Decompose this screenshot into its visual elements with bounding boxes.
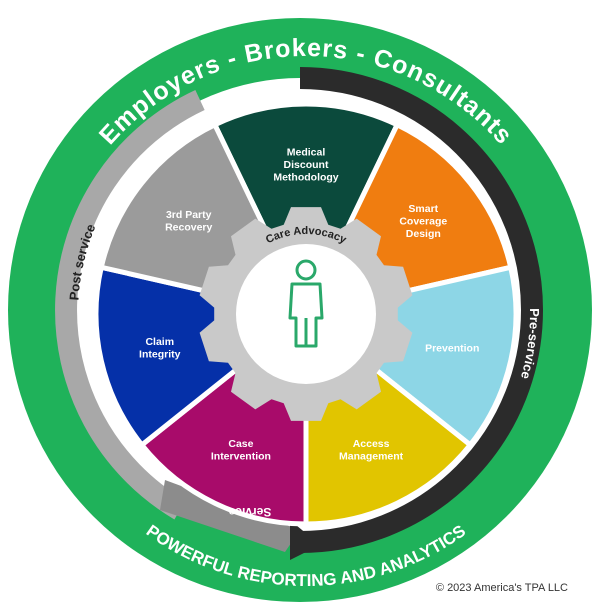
segment-label-line: Integrity — [139, 349, 181, 361]
segment-label-line: Medical — [287, 147, 326, 159]
segment-label-line: 3rd Party — [166, 209, 212, 221]
service-label: Service — [228, 505, 271, 519]
segment-label-line: Discount — [284, 159, 329, 171]
copyright-text: © 2023 America's TPA LLC — [435, 582, 568, 594]
segment-label-line: Access — [353, 438, 390, 450]
segment-label-line: Management — [339, 450, 404, 462]
segment-label-line: Design — [406, 228, 441, 240]
center-white-disc — [236, 244, 376, 384]
segment-label-line: Intervention — [211, 450, 271, 462]
segment-label-line: Recovery — [165, 222, 212, 234]
segment-label-line: Case — [228, 438, 253, 450]
segment-label-line: Prevention — [425, 342, 479, 354]
pre-service-arrow — [290, 520, 320, 560]
segment-label-line: Coverage — [399, 215, 447, 227]
pre-service-arc — [299, 67, 543, 553]
segment-label-line: Methodology — [273, 172, 338, 184]
segment-label-line: Claim — [145, 336, 174, 348]
segment-label: Prevention — [425, 342, 479, 354]
service-arrow — [160, 480, 300, 552]
post-service-arc — [55, 90, 205, 520]
person-icon — [288, 259, 324, 348]
segment-label-line: Smart — [408, 203, 438, 215]
segment-medical-discount-methodology — [211, 101, 401, 263]
